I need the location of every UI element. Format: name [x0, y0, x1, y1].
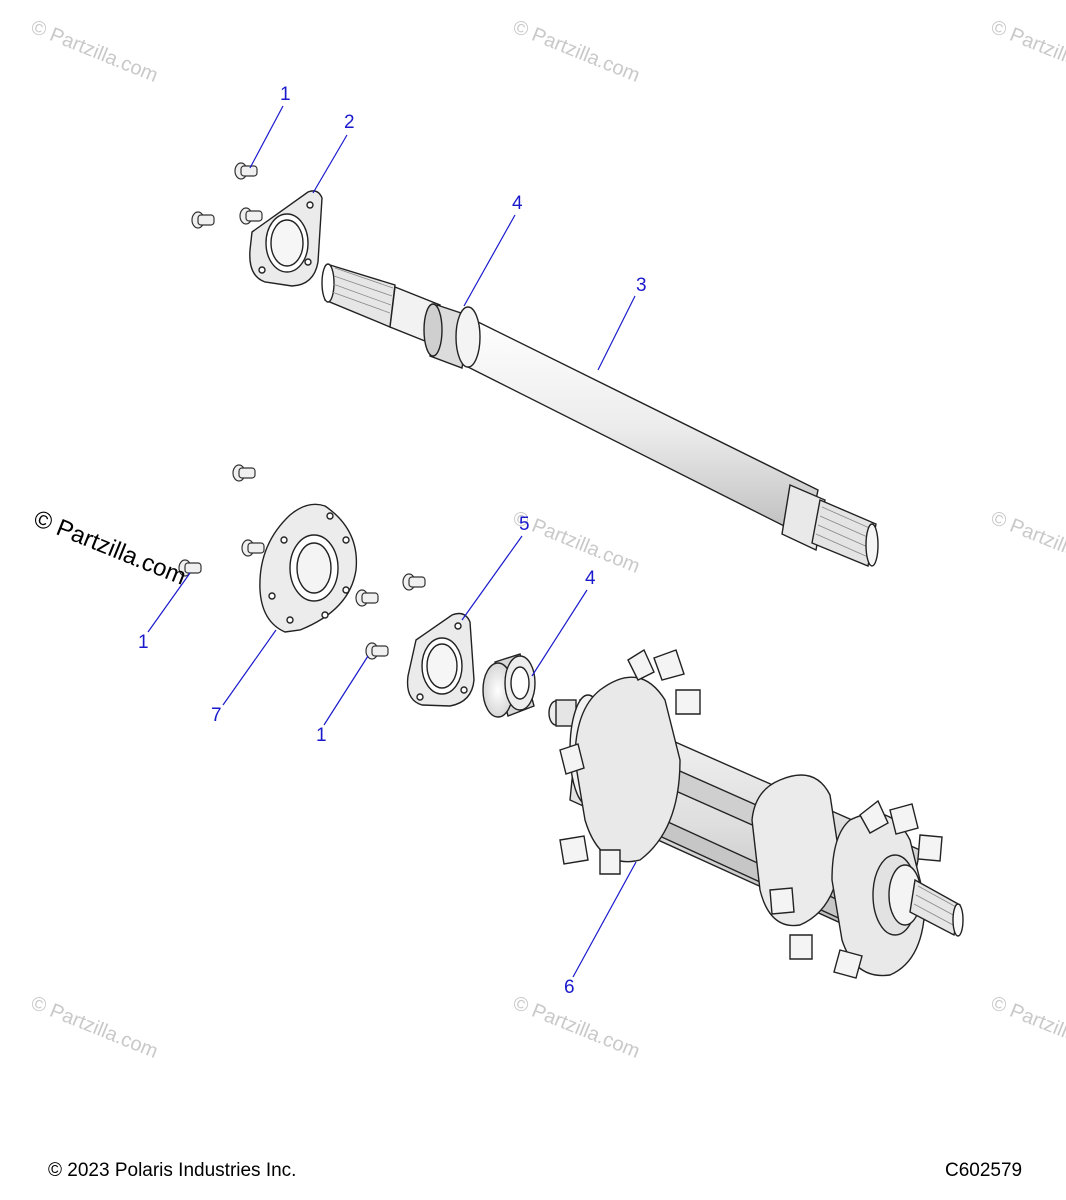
callout-1-upper: 1 — [280, 84, 291, 105]
bolt-lower-5 — [355, 589, 379, 607]
leader-line-2 — [312, 134, 348, 194]
leader-line-1a — [249, 105, 284, 169]
sprocket-drum-assembly — [548, 648, 964, 979]
shaft-collar-upper — [423, 303, 481, 369]
leader-line-3 — [597, 295, 636, 371]
bolt-lower-4 — [402, 573, 426, 591]
callout-1-lower: 1 — [316, 725, 327, 746]
leader-line-1b — [147, 572, 191, 633]
callout-6: 6 — [564, 977, 575, 998]
callout-1-left: 1 — [138, 632, 149, 653]
leader-line-6 — [572, 861, 637, 978]
leader-line-5 — [461, 535, 523, 621]
bolt-upper-3 — [239, 207, 263, 225]
bearing-lower — [482, 653, 536, 718]
callout-7: 7 — [211, 705, 222, 726]
copyright-text: © 2023 Polaris Industries Inc. — [48, 1160, 297, 1181]
callout-5: 5 — [519, 514, 530, 535]
bolt-lower-3 — [178, 559, 202, 577]
diagram-code: C602579 — [945, 1160, 1023, 1181]
drive-shaft — [321, 263, 879, 567]
leader-line-1c — [323, 655, 369, 726]
bolt-upper-2 — [191, 211, 215, 229]
flange-plate-upper — [249, 190, 323, 287]
bolt-upper-1 — [234, 162, 258, 180]
callout-4-lower: 4 — [585, 568, 596, 589]
bolt-lower-6 — [365, 642, 389, 660]
callout-4-upper: 4 — [512, 193, 523, 214]
bolt-lower-1 — [232, 464, 256, 482]
round-plate — [259, 503, 358, 633]
leader-line-4a — [463, 214, 516, 307]
flange-plate-lower — [406, 612, 475, 707]
callout-3: 3 — [636, 275, 647, 296]
bolt-lower-2 — [241, 539, 265, 557]
leader-line-7 — [222, 629, 277, 706]
callout-2: 2 — [344, 112, 355, 133]
leader-line-4b — [531, 589, 588, 677]
